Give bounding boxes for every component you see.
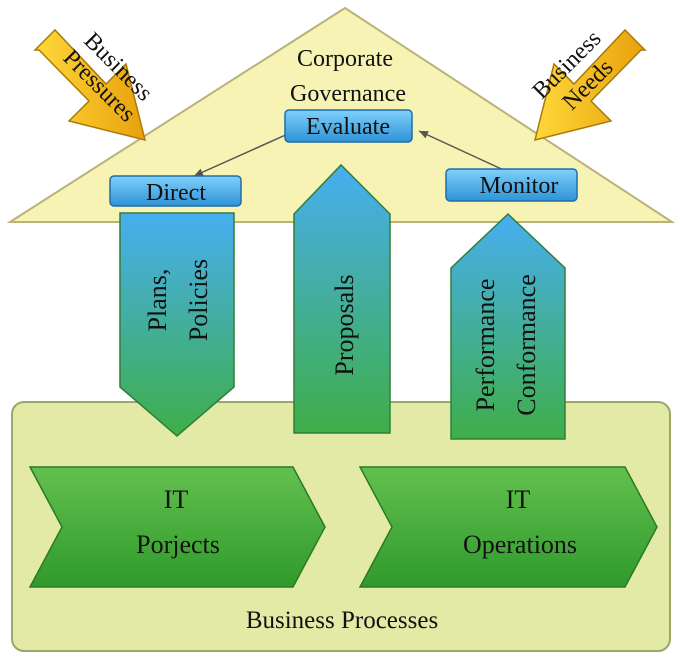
plans-label-line1: Plans, [143,269,172,332]
monitor-label: Monitor [480,173,559,199]
performance-label: Performance [471,279,500,412]
proposals-arrow [293,163,391,434]
it-projects-line2: Porjects [136,530,220,559]
it-operations-line1: IT [506,485,531,514]
direct-box [109,175,242,207]
business-pressures-arrow [33,28,147,142]
plans-policies-arrow [119,212,235,437]
it-operations-chevron [358,466,658,588]
plans-label-line2: Policies [184,259,213,341]
it-projects-line1: IT [164,485,189,514]
proposals-label: Proposals [330,274,359,375]
it-projects-chevron [28,466,326,588]
performance-conformance-arrow [450,212,566,440]
monitor-to-evaluate-arrow [418,130,509,173]
monitor-box [445,168,578,202]
corporate-governance-title-line2: Governance [290,81,406,107]
evaluate-to-direct-arrow [193,132,291,177]
evaluate-box [284,109,413,143]
business-needs-arrow [533,28,647,142]
it-operations-line2: Operations [463,530,577,559]
evaluate-label: Evaluate [306,114,390,140]
direct-label: Direct [146,180,206,206]
corporate-governance-title-line1: Corporate [297,46,393,72]
conformance-label: Conformance [512,274,541,416]
business-processes-label: Business Processes [246,607,438,634]
